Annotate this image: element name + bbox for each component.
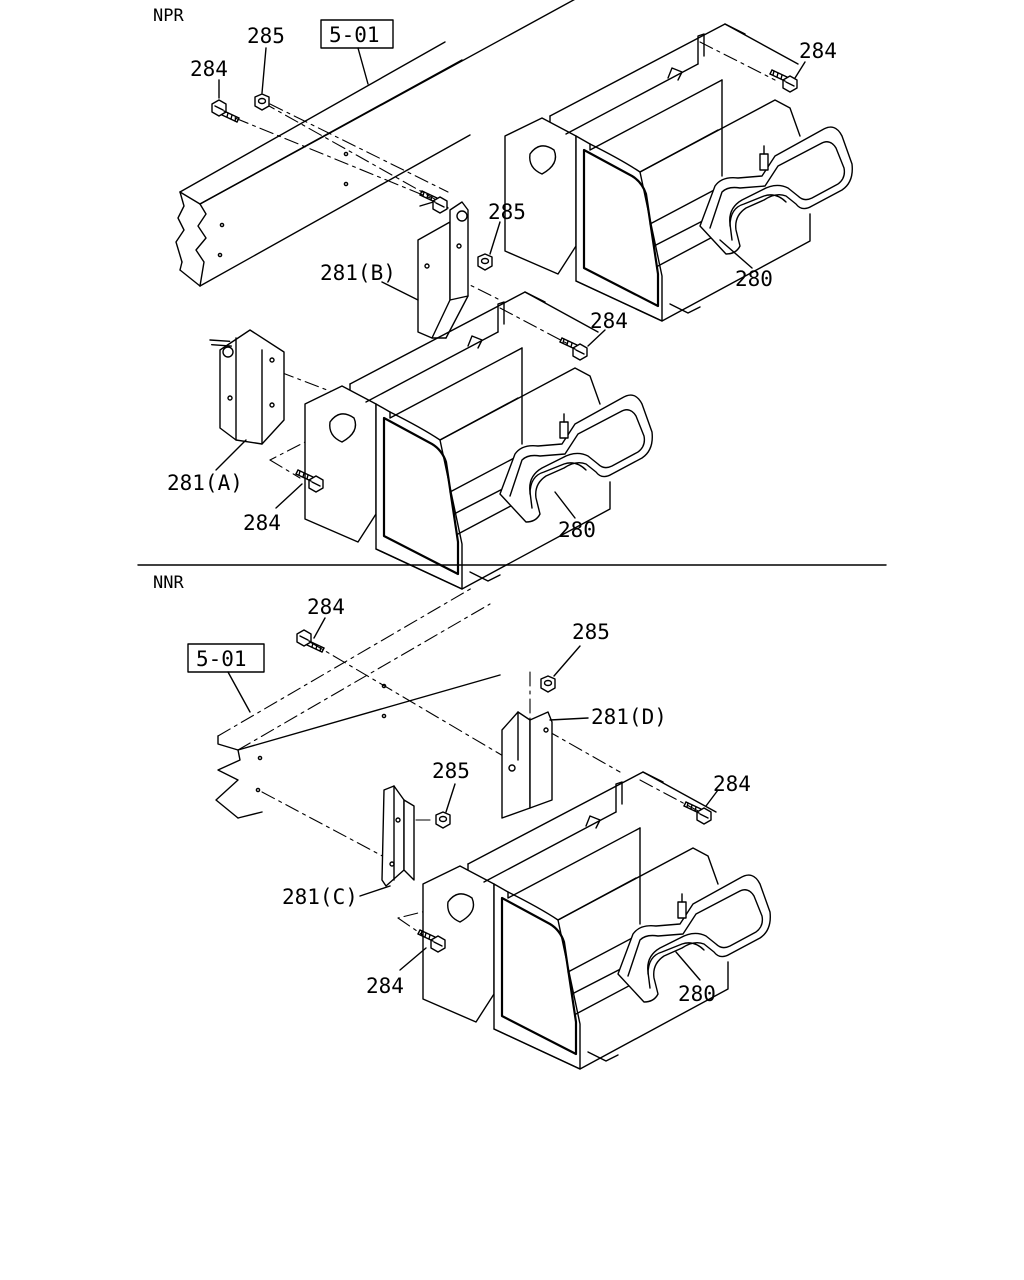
npr-bolt-rail-icon [419, 190, 448, 214]
npr-label-bracket-a: 281(A) [167, 471, 243, 495]
nnr-bolt-top-icon [296, 629, 325, 653]
npr-ref-label: 5-01 [329, 23, 380, 47]
npr-ref-box: 5-01 [320, 19, 394, 85]
npr-bolt-top-left-icon [211, 99, 240, 123]
nnr-bracket-c [381, 785, 415, 887]
nnr-label-bolt-top: 284 [307, 595, 345, 619]
nnr-ref-box: 5-01 [187, 643, 265, 713]
nnr-heading: NNR [153, 573, 184, 593]
npr-nut-top-icon [254, 93, 270, 111]
npr-bolt-top-right-icon [769, 69, 798, 93]
nnr-label-bolt-right: 284 [713, 772, 751, 796]
nnr-battery-tray [421, 770, 772, 1071]
npr-label-tray-upper: 280 [735, 267, 773, 291]
npr-label-bracket-b: 281(B) [320, 261, 396, 285]
nnr-label-tray: 280 [678, 982, 716, 1006]
npr-heading: NPR [153, 6, 184, 26]
nnr-ref-label: 5-01 [196, 647, 247, 671]
nnr-label-nut-mid: 285 [432, 759, 470, 783]
npr-label-bolt-lower: 284 [243, 511, 281, 535]
npr-label-bolt-top-left: 284 [190, 57, 228, 81]
npr-label-tray-lower: 280 [558, 518, 596, 542]
npr-section: NPR 5-01 [153, 0, 854, 591]
nnr-label-bracket-d: 281(D) [591, 705, 667, 729]
nnr-label-nut-top: 285 [572, 620, 610, 644]
nnr-nut-mid-icon [435, 811, 451, 829]
nnr-label-bracket-c: 281(C) [282, 885, 358, 909]
npr-label-nut-mid: 285 [488, 200, 526, 224]
nnr-nut-top-icon [540, 675, 556, 693]
npr-label-bolt-mid: 284 [590, 309, 628, 333]
nnr-bracket-d [501, 711, 553, 819]
npr-label-nut-top: 285 [247, 24, 285, 48]
nnr-frame-rail [215, 587, 501, 819]
npr-bracket-a [209, 329, 285, 445]
npr-bolt-mid-icon [559, 337, 588, 361]
npr-label-bolt-top-right: 284 [799, 39, 837, 63]
nnr-section: NNR 5-01 [153, 573, 772, 1071]
npr-bracket-b [417, 199, 469, 339]
npr-frame-rail [175, 0, 575, 287]
npr-nut-mid-icon [477, 253, 493, 271]
nnr-label-bolt-lower: 284 [366, 974, 404, 998]
npr-battery-tray-lower [303, 290, 654, 591]
